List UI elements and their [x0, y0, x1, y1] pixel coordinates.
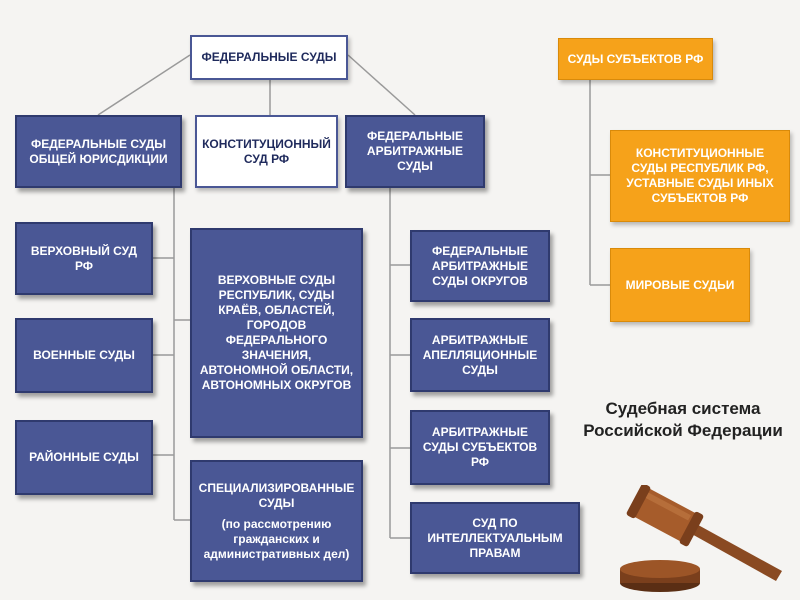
ip-court-label: СУД ПО ИНТЕЛЛЕКТУАЛЬНЫМ ПРАВАМ	[427, 515, 563, 560]
regional-courts-label: ВЕРХОВНЫЕ СУДЫ РЕСПУБЛИК, СУДЫ КРАЁВ, ОБ…	[199, 273, 354, 392]
district-courts-box: РАЙОННЫЕ СУДЫ	[15, 420, 153, 495]
caption-line-2: Российской Федерации	[583, 421, 783, 441]
arbitration-courts-label: ФЕДЕРАЛЬНЫЕ АРБИТРАЖНЫЕ СУДЫ	[366, 129, 464, 173]
arbitration-appeal-courts-label: АРБИТРАЖНЫЕ АПЕЛЛЯЦИОННЫЕ СУДЫ	[422, 332, 538, 377]
arbitration-courts-box: ФЕДЕРАЛЬНЫЕ АРБИТРАЖНЫЕ СУДЫ	[345, 115, 485, 188]
constitutional-court-label: КОНСТИТУЦИОННЫЙ СУД РФ	[202, 136, 331, 166]
magistrates-box: МИРОВЫЕ СУДЬИ	[610, 248, 750, 322]
specialized-courts-note: (по рассмотрению гражданских и администр…	[203, 516, 350, 561]
constitutional-charter-courts-label: КОНСТИТУЦИОННЫЕ СУДЫ РЕСПУБЛИК РФ, УСТАВ…	[626, 146, 774, 205]
regional-courts-box: ВЕРХОВНЫЕ СУДЫ РЕСПУБЛИК, СУДЫ КРАЁВ, ОБ…	[190, 228, 363, 438]
arbitration-appeal-courts-box: АРБИТРАЖНЫЕ АПЕЛЛЯЦИОННЫЕ СУДЫ	[410, 318, 550, 392]
diagram-caption: Судебная система Российской Федерации	[578, 398, 788, 442]
arbitration-district-courts-box: ФЕДЕРАЛЬНЫЕ АРБИТРАЖНЫЕ СУДЫ ОКРУГОВ	[410, 230, 550, 302]
federal-courts-label: ФЕДЕРАЛЬНЫЕ СУДЫ	[201, 50, 337, 64]
subject-courts-label: СУДЫ СУБЪЕКТОВ РФ	[567, 51, 704, 66]
district-courts-label: РАЙОННЫЕ СУДЫ	[29, 450, 139, 464]
gavel-icon	[620, 485, 782, 592]
supreme-court-label: ВЕРХОВНЫЙ СУД РФ	[30, 243, 138, 273]
supreme-court-box: ВЕРХОВНЫЙ СУД РФ	[15, 222, 153, 295]
arbitration-subject-courts-box: АРБИТРАЖНЫЕ СУДЫ СУБЪЕКТОВ РФ	[410, 410, 550, 485]
caption-line-1: Судебная система	[605, 399, 761, 418]
military-courts-label: ВОЕННЫЕ СУДЫ	[33, 348, 135, 362]
ip-court-box: СУД ПО ИНТЕЛЛЕКТУАЛЬНЫМ ПРАВАМ	[410, 502, 580, 574]
constitutional-charter-courts-box: КОНСТИТУЦИОННЫЕ СУДЫ РЕСПУБЛИК РФ, УСТАВ…	[610, 130, 790, 222]
general-jurisdiction-courts-label: ФЕДЕРАЛЬНЫЕ СУДЫ ОБЩЕЙ ЮРИСДИКЦИИ	[29, 136, 168, 166]
military-courts-box: ВОЕННЫЕ СУДЫ	[15, 318, 153, 393]
specialized-courts-label: СПЕЦИАЛИЗИРОВАННЫЕ СУДЫ	[198, 480, 355, 510]
general-jurisdiction-courts-box: ФЕДЕРАЛЬНЫЕ СУДЫ ОБЩЕЙ ЮРИСДИКЦИИ	[15, 115, 182, 188]
arbitration-district-courts-label: ФЕДЕРАЛЬНЫЕ АРБИТРАЖНЫЕ СУДЫ ОКРУГОВ	[431, 243, 529, 288]
federal-courts-box: ФЕДЕРАЛЬНЫЕ СУДЫ	[190, 35, 348, 80]
arbitration-subject-courts-label: АРБИТРАЖНЫЕ СУДЫ СУБЪЕКТОВ РФ	[422, 425, 538, 469]
specialized-courts-box: СПЕЦИАЛИЗИРОВАННЫЕ СУДЫ (по рассмотрению…	[190, 460, 363, 582]
constitutional-court-box: КОНСТИТУЦИОННЫЙ СУД РФ	[195, 115, 338, 188]
magistrates-label: МИРОВЫЕ СУДЬИ	[625, 277, 735, 292]
subject-courts-box: СУДЫ СУБЪЕКТОВ РФ	[558, 38, 713, 80]
